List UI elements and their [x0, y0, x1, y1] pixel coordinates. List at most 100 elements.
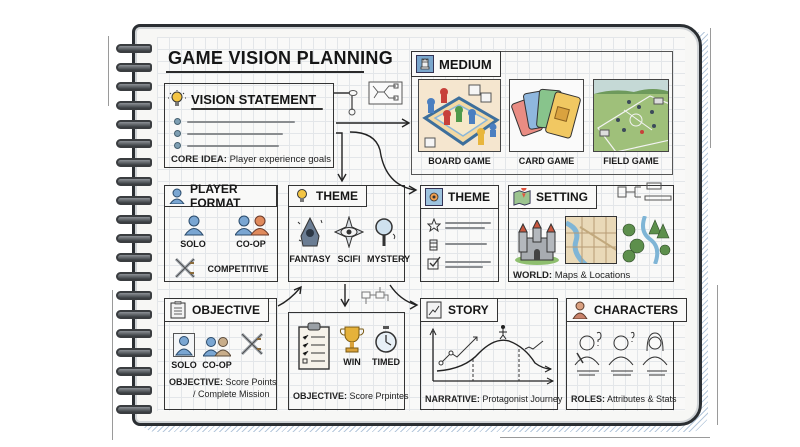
single-player-icon	[184, 215, 204, 236]
trophy-icon	[339, 326, 365, 353]
person-icon	[169, 187, 185, 205]
title-underline	[166, 71, 364, 73]
spiral-ring	[116, 291, 152, 300]
wizard-icon	[297, 216, 323, 247]
story-arc-chart	[429, 325, 555, 385]
star-outline-icon	[427, 218, 441, 232]
crossed-swords-icon	[240, 332, 264, 356]
guide-line-right-bottom	[717, 285, 718, 425]
spiral-ring	[116, 310, 152, 319]
mystery-label: MYSTERY	[367, 254, 411, 264]
castle-icon	[515, 220, 559, 265]
objective-card[interactable]: OBJECTIVE SOLO CO-OP OBJECTIVE: Score Po…	[164, 298, 277, 410]
player-format-header: PLAYER FORMAT	[164, 182, 277, 210]
playing-cards-icon	[511, 88, 581, 139]
text-line	[187, 121, 295, 123]
story-card[interactable]: STORY NARRATIVE: Protagonist Journey	[420, 298, 562, 410]
spiral-ring	[116, 120, 152, 129]
roles-caption: ROLES: Attributes & Stats	[571, 394, 677, 404]
compass-map-icon	[425, 188, 443, 206]
flow-diagram-icon	[617, 182, 672, 201]
character-portraits	[574, 331, 668, 376]
spiral-ring	[116, 177, 152, 186]
guide-line-right	[710, 28, 711, 148]
checklist-clipboard-icon	[298, 322, 330, 370]
theme-list-heading: THEME	[448, 190, 490, 204]
vision-statement-heading: VISION STATEMENT	[191, 91, 317, 107]
text-line	[445, 227, 485, 229]
board-game-label: BOARD GAME	[428, 156, 491, 166]
spiral-ring	[116, 63, 152, 72]
spiral-ring	[116, 158, 152, 167]
player-format-heading: PLAYER FORMAT	[190, 182, 241, 210]
solo-option[interactable]	[173, 333, 195, 357]
text-line	[445, 222, 491, 224]
clipboard-icon	[169, 301, 187, 319]
story-header: STORY	[420, 298, 498, 322]
map-pin-icon	[513, 188, 531, 206]
bullet-dot	[174, 118, 181, 125]
sports-field-icon	[594, 80, 668, 151]
text-line	[187, 133, 283, 135]
competitive-label: COMPETITIVE	[207, 264, 269, 274]
flow-diagram-icon	[334, 81, 403, 116]
spiral-ring	[116, 82, 152, 91]
objective-header: OBJECTIVE	[164, 298, 270, 322]
card-game-tile[interactable]	[509, 79, 584, 152]
spiral-ring	[116, 386, 152, 395]
forest-river-icon	[622, 216, 671, 264]
vision-statement-header: VISION STATEMENT	[164, 86, 324, 112]
characters-card[interactable]: CHARACTERS ROLES: Attributes & Stats	[566, 298, 687, 410]
card-game-label: CARD GAME	[518, 156, 575, 166]
co-op-label: CO-OP	[236, 239, 266, 249]
spiral-ring	[116, 196, 152, 205]
crossed-swords-icon	[174, 257, 196, 279]
core-idea-caption: CORE IDEA: Player experience goals	[171, 154, 331, 165]
person-bust-icon	[571, 301, 589, 319]
handshake-players-icon	[235, 215, 269, 236]
city-map-icon	[565, 216, 617, 264]
scifi-label: SCIFI	[337, 254, 361, 264]
board-game-tile[interactable]	[418, 79, 501, 152]
field-game-label: FIELD GAME	[603, 156, 659, 166]
field-game-tile[interactable]	[593, 79, 669, 152]
spiral-ring	[116, 139, 152, 148]
guide-line-left-bottom	[112, 290, 113, 440]
page-title: GAME VISION PLANNING	[168, 48, 394, 68]
lightbulb-icon	[168, 90, 186, 108]
theme-list-header: THEME	[420, 185, 499, 209]
setting-heading: SETTING	[536, 190, 589, 204]
guide-line-left	[108, 36, 109, 106]
objective-goals-caption: OBJECTIVE: Score Prpintes	[293, 391, 409, 401]
player-format-card[interactable]: PLAYER FORMAT SOLO CO-OP COMPETITIVE	[164, 182, 278, 282]
co-op-label: CO-OP	[202, 360, 232, 370]
objective-goals-card[interactable]: WIN TIMED OBJECTIVE: Score Prpintes	[288, 312, 409, 410]
vision-statement-card[interactable]: VISION STATEMENT CORE IDEA: Player exper…	[164, 83, 334, 168]
scroll-icon	[429, 239, 438, 251]
magnifier-icon	[375, 218, 396, 246]
characters-heading: CHARACTERS	[594, 303, 678, 317]
characters-header: CHARACTERS	[566, 298, 687, 322]
story-heading: STORY	[448, 303, 489, 317]
warrior-portrait-icon	[574, 331, 602, 376]
medium-card[interactable]: MEDIUM BOARD GAME CARD GAME	[411, 51, 673, 175]
spiral-ring	[116, 101, 152, 110]
theme-genres-header: THEME	[288, 185, 367, 207]
text-line	[445, 243, 487, 245]
setting-card[interactable]: SETTING WORLD: Maps & Locations	[508, 182, 674, 282]
theme-list-card[interactable]: THEME	[420, 185, 499, 282]
board-game-icon	[422, 84, 500, 148]
female-portrait-icon	[642, 332, 668, 376]
chart-doc-icon	[425, 301, 443, 319]
objective-caption: OBJECTIVE: Score Points	[169, 377, 277, 387]
objective-caption-line2: / Complete Mission	[193, 389, 270, 399]
theme-genres-card[interactable]: THEME FANTASY SCIFI MYSTERY	[288, 185, 411, 282]
text-line	[445, 261, 491, 263]
setting-header: SETTING	[508, 185, 598, 209]
spiral-ring	[116, 253, 152, 262]
world-caption: WORLD: Maps & Locations	[513, 270, 631, 281]
lightbulb-icon	[293, 187, 311, 205]
spiral-ring	[116, 234, 152, 243]
bullet-dot	[174, 130, 181, 137]
spiral-ring	[116, 405, 152, 414]
